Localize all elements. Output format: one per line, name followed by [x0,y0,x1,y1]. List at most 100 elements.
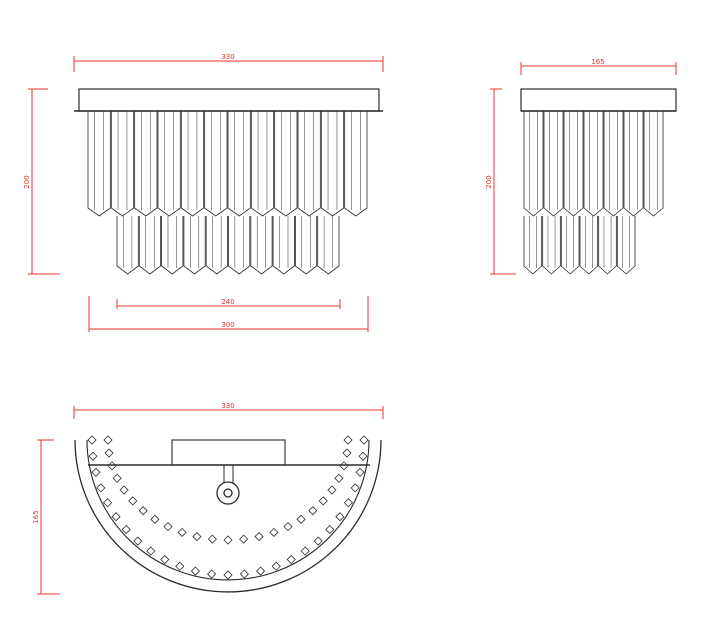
crystal-bead [111,512,121,522]
crystal-prism-outline [87,111,111,217]
crystal-bead [313,536,323,546]
upper-tier-width-label: 300 [221,321,234,329]
crystal-prism [274,111,298,217]
crystal-bead [128,496,138,506]
crystal-prism-outline [616,216,636,275]
crystal-prism-outline [579,216,599,275]
crystal-bead [119,485,129,495]
crystal-prism [603,111,624,217]
crystal-bead [359,435,369,445]
crystal-prism [227,111,251,217]
top-dimensions [37,406,384,595]
crystal-prism [157,111,181,217]
top-depth-label: 165 [32,510,40,523]
crystal-prism-outline [603,111,624,217]
crystal-prism-outline [543,111,564,217]
crystal-prism-outline [134,111,158,217]
crystal-bead [343,498,353,508]
top-width-label: 330 [221,402,234,410]
crystal-bead [163,522,173,532]
crystal-bead [146,546,156,556]
front-lower-tier [116,216,340,275]
crystal-prism-outline [116,216,139,275]
crystal-prism-outline [643,111,664,217]
crystal-bead [175,561,185,571]
crystal-bead [239,534,249,544]
crystal-prism-outline [183,216,206,275]
crystal-bead [339,461,349,471]
crystal-bead [150,514,160,524]
crystal-prism-outline [523,111,544,217]
crystal-prism [180,111,205,217]
crystal-bead [355,467,365,477]
crystal-prism-outline [228,216,251,275]
crystal-prism-outline [583,111,604,217]
crystal-prism-outline [297,111,321,217]
crystal-prism [87,111,111,217]
crystal-prism-outline [110,111,135,217]
crystal-prism [272,216,295,275]
crystal-prism [205,216,228,275]
crystal-bead [350,483,360,493]
top-inner-ring [86,439,370,581]
crystal-prism-outline [274,111,298,217]
top-view [74,435,382,593]
crystal-prism [250,216,273,275]
crystal-prism-outline [598,216,617,275]
crystal-prism [623,111,644,217]
crystal-prism-outline [180,111,205,217]
lower-tier-width-label: 240 [221,298,234,306]
crystal-bead [325,524,335,535]
crystal-prism-outline [523,216,543,275]
crystal-prism-outline [623,111,644,217]
top-fixing-outer [216,481,240,505]
crystal-prism [583,111,604,217]
side-dimensions [490,62,677,275]
crystal-bead [103,498,113,508]
crystal-bead [223,570,233,580]
crystal-bead [112,473,122,483]
crystal-prism-outline [542,216,561,275]
crystal-bead [318,496,328,506]
crystal-prism-outline [161,216,184,275]
crystal-bead [308,506,318,516]
crystal-prism-outline [157,111,181,217]
crystal-prism [560,216,580,275]
side-top-plate [520,88,677,112]
crystal-bead [296,514,306,524]
crystal-bead [207,569,217,579]
crystal-bead [107,461,117,471]
crystal-prism [250,111,275,217]
crystal-bead [121,524,131,535]
crystal-prism-outline [320,111,345,217]
top-inner-crystal-chain [103,435,353,545]
crystal-prism [542,216,561,275]
crystal-prism-outline [560,216,580,275]
front-upper-tier [87,111,368,217]
front-width-label: 330 [221,53,234,61]
crystal-bead [104,448,114,458]
top-outer-ring [74,439,382,593]
crystal-prism [344,111,368,217]
crystal-bead [239,569,249,579]
crystal-prism-outline [138,216,161,275]
crystal-prism [563,111,584,217]
crystal-prism [523,216,543,275]
top-outer-crystal-chain [87,435,369,580]
crystal-prism [116,216,139,275]
side-height-label: 200 [485,175,493,188]
side-view [520,88,677,275]
crystal-bead [133,536,143,546]
crystal-bead [87,435,97,445]
crystal-prism-outline [227,111,251,217]
crystal-prism [297,111,321,217]
crystal-bead [255,566,266,576]
crystal-prism [110,111,135,217]
crystal-prism-outline [250,111,275,217]
crystal-bead [192,532,202,542]
crystal-bead [254,532,264,542]
crystal-prism [138,216,161,275]
crystal-prism-outline [344,111,368,217]
crystal-prism [295,216,318,275]
crystal-prism [616,216,636,275]
